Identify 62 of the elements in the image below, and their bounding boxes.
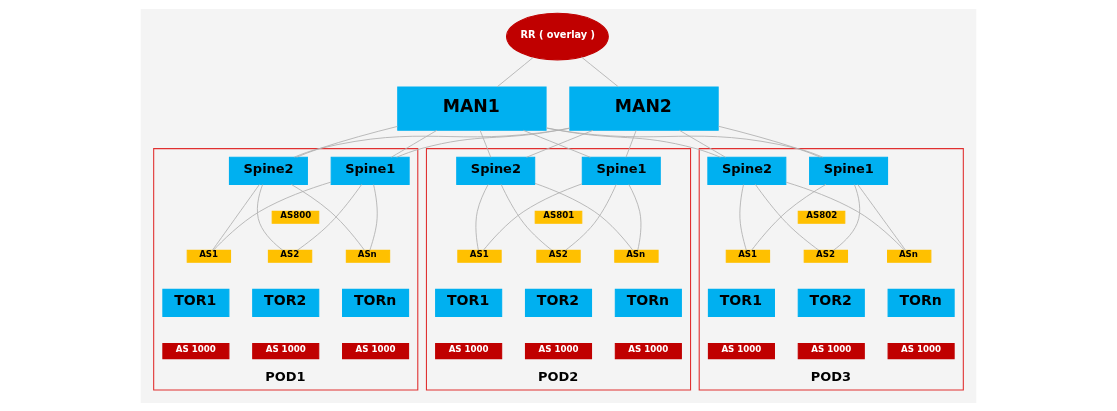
- node-box: Spine1: [330, 156, 410, 185]
- node-box: AS 1000: [524, 342, 593, 359]
- node-box: TORn: [887, 288, 955, 317]
- node-box: ASn: [614, 249, 659, 263]
- node-box: Spine1: [809, 156, 889, 185]
- node-box: Spine1: [581, 156, 661, 185]
- node-box: AS 1000: [707, 342, 775, 359]
- node-box: TOR2: [524, 288, 593, 317]
- connector: [833, 183, 861, 251]
- node-box: Spine2: [707, 156, 787, 185]
- connector: [500, 183, 553, 251]
- connector: [293, 127, 570, 158]
- node-ellipse: RR ( overlay ): [506, 12, 609, 60]
- connector: [479, 129, 492, 158]
- node-box: AS2: [267, 249, 313, 263]
- node-box: AS 1000: [342, 342, 410, 359]
- connector: [565, 183, 617, 251]
- node-box: TOR1: [707, 288, 775, 317]
- connector: [857, 183, 907, 251]
- node-box: AS1: [725, 249, 771, 263]
- connector: [739, 183, 747, 251]
- connector: [545, 127, 824, 158]
- node-box: MAN2: [569, 85, 719, 131]
- node-box: ASn: [887, 249, 932, 263]
- node-box: AS800: [271, 210, 320, 224]
- node-box: AS 1000: [887, 342, 955, 359]
- connector: [390, 129, 438, 158]
- node-box: AS2: [536, 249, 581, 263]
- node-box: AS802: [797, 210, 846, 224]
- connector: [678, 129, 726, 158]
- node-box: TOR1: [435, 288, 503, 317]
- node-box: AS 1000: [435, 342, 503, 359]
- connector: [475, 183, 489, 250]
- connector: [296, 125, 398, 158]
- node-box: AS 1000: [797, 342, 865, 359]
- connector: [256, 183, 284, 251]
- node-box: TORn: [342, 288, 410, 317]
- connector: [625, 129, 637, 158]
- node-box: TOR2: [252, 288, 320, 317]
- node-box: AS1: [186, 249, 232, 263]
- node-box: MAN1: [397, 85, 547, 131]
- node-box: AS801: [534, 210, 583, 224]
- node-box: TORn: [614, 288, 682, 317]
- connector: [628, 183, 642, 250]
- connector: [581, 56, 619, 87]
- node-box: AS 1000: [162, 342, 230, 359]
- node-box: AS 1000: [614, 342, 682, 359]
- node-box: TOR1: [162, 288, 230, 317]
- node-box: ASn: [345, 249, 391, 263]
- node-box: Spine2: [456, 156, 536, 185]
- connector: [211, 183, 260, 251]
- connector: [718, 125, 821, 158]
- node-box: Spine2: [228, 156, 308, 185]
- node-box: AS 1000: [252, 342, 320, 359]
- connector: [785, 181, 905, 251]
- connector: [213, 181, 332, 251]
- connector: [369, 183, 378, 251]
- node-box: TOR2: [797, 288, 865, 317]
- connector: [496, 56, 534, 87]
- connector: [546, 126, 721, 158]
- node-box: AS1: [457, 249, 502, 263]
- node-box: AS2: [803, 249, 849, 263]
